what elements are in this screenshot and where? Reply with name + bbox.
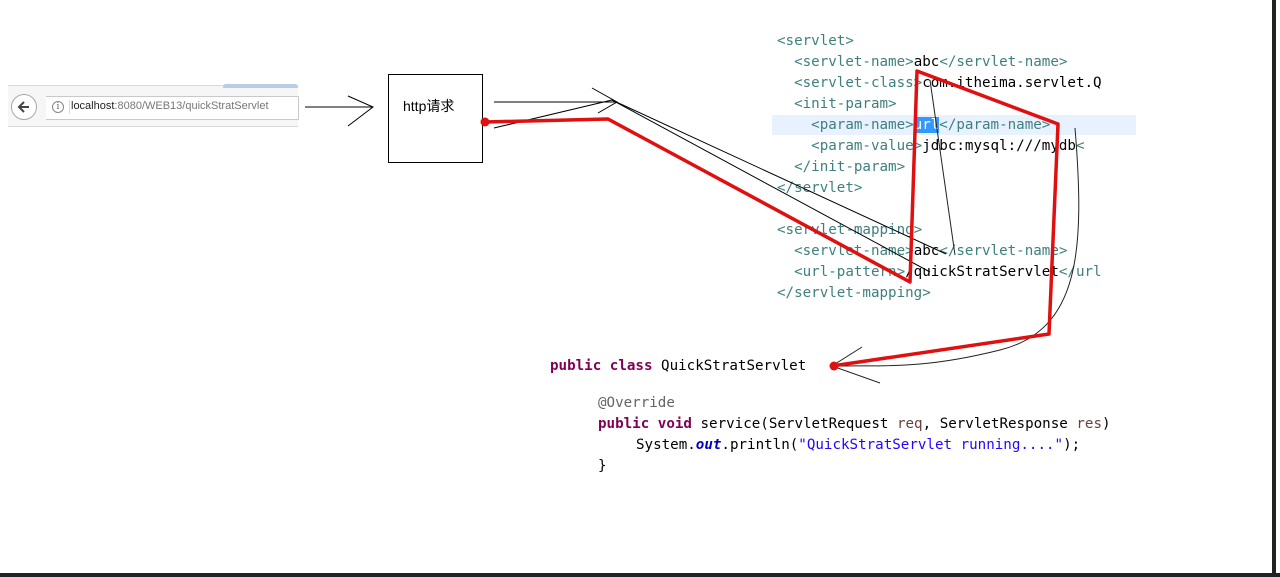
url-field[interactable] bbox=[46, 96, 299, 120]
xml-line: </servlet-mapping> bbox=[777, 283, 1102, 304]
xml-tag: <param-name> bbox=[811, 117, 914, 133]
xml-value: jdbc:mysql:///mydb bbox=[922, 138, 1076, 154]
xml-line: </init-param> bbox=[777, 157, 1102, 178]
xml-tag: <init-param> bbox=[794, 96, 897, 112]
override-annotation: @Override bbox=[598, 395, 675, 411]
back-button[interactable] bbox=[11, 94, 37, 120]
print-prefix: System. bbox=[636, 437, 696, 453]
xml-line: <servlet-class>com.itheima.servlet.Q bbox=[777, 73, 1102, 94]
xml-tag: <servlet-class> bbox=[794, 75, 923, 91]
xml-tag: </servlet-mapping> bbox=[777, 285, 931, 301]
selected-text: url bbox=[913, 117, 940, 133]
xml-line: <param-name>url</param-name> bbox=[777, 115, 1102, 136]
class-keyword: public class bbox=[550, 358, 653, 374]
xml-tag: <url-pattern> bbox=[794, 264, 906, 280]
method-keyword: public void bbox=[598, 416, 692, 432]
xml-line: </servlet> bbox=[777, 178, 1102, 199]
java-print-line: System.out.println("QuickStratServlet ru… bbox=[636, 435, 1080, 456]
java-class-line: public class QuickStratServlet bbox=[550, 356, 806, 377]
arg1-type: ServletRequest bbox=[768, 416, 897, 432]
arg2-type: ServletResponse bbox=[939, 416, 1077, 432]
arrow-left-icon bbox=[17, 101, 29, 113]
close-paren: ) bbox=[1101, 416, 1111, 432]
java-annotation-line: @Override bbox=[598, 393, 675, 414]
xml-tag: <servlet> bbox=[777, 33, 854, 49]
method-signature: service( bbox=[691, 416, 769, 432]
xml-tag: </init-param> bbox=[794, 159, 906, 175]
url-host: localhost bbox=[71, 100, 115, 112]
arg1-name: req bbox=[896, 416, 923, 432]
closing-brace: } bbox=[598, 458, 607, 474]
xml-tag: < bbox=[1075, 138, 1085, 154]
web-xml-code: <servlet> <servlet-name>abc</servlet-nam… bbox=[777, 31, 1102, 304]
xml-value: com.itheima.servlet.Q bbox=[922, 75, 1102, 91]
red-end-dot bbox=[829, 361, 839, 371]
red-start-dot bbox=[480, 117, 490, 127]
xml-line: <servlet> bbox=[777, 31, 1102, 52]
xml-value: abc bbox=[913, 54, 940, 70]
xml-line: <init-param> bbox=[777, 94, 1102, 115]
xml-tag: <param-value> bbox=[811, 138, 923, 154]
info-icon[interactable]: i bbox=[52, 101, 64, 113]
url-rest: :8080/WEB13/quickStratServlet bbox=[114, 100, 269, 112]
http-request-label: http请求 bbox=[403, 98, 455, 114]
frame-bottom-edge bbox=[0, 573, 1280, 577]
tab-strip bbox=[223, 84, 298, 88]
arg2-name: res bbox=[1076, 416, 1102, 432]
xml-value: abc bbox=[913, 243, 940, 259]
red-flow-path bbox=[484, 69, 1060, 368]
arrow-to-box bbox=[305, 95, 374, 127]
print-mid: .println( bbox=[721, 437, 799, 453]
xml-tag: </servlet-name> bbox=[939, 243, 1068, 259]
xml-tag: <servlet-name> bbox=[794, 54, 914, 70]
url-text[interactable]: localhost:8080/WEB13/quickStratServlet bbox=[71, 100, 269, 112]
xml-line: <param-value>jdbc:mysql:///mydb< bbox=[777, 136, 1102, 157]
class-name: QuickStratServlet bbox=[661, 358, 807, 374]
xml-line: <servlet-name>abc</servlet-name> bbox=[777, 52, 1102, 73]
java-brace-line: } bbox=[598, 456, 607, 477]
xml-tag: </servlet-name> bbox=[939, 54, 1068, 70]
separator bbox=[69, 100, 70, 114]
xml-value: /quickStratServlet bbox=[905, 264, 1059, 280]
xml-tag: </servlet> bbox=[777, 180, 863, 196]
xml-line: <url-pattern>/quickStratServlet</url bbox=[777, 262, 1102, 283]
xml-tag: </url bbox=[1058, 264, 1102, 280]
browser-address-bar: i localhost:8080/WEB13/quickStratServlet bbox=[8, 84, 299, 127]
frame-right-edge bbox=[1272, 0, 1276, 577]
guide-lines bbox=[830, 79, 1080, 384]
print-string: "QuickStratServlet running...." bbox=[798, 437, 1064, 453]
print-field: out bbox=[695, 437, 722, 453]
xml-tag: </param-name> bbox=[939, 117, 1051, 133]
java-method-line: public void service(ServletRequest req, … bbox=[598, 414, 1111, 435]
arrow-to-xml bbox=[493, 87, 947, 273]
print-end: ); bbox=[1063, 437, 1081, 453]
comma: , bbox=[922, 416, 940, 432]
http-request-box: http请求 bbox=[388, 74, 483, 163]
